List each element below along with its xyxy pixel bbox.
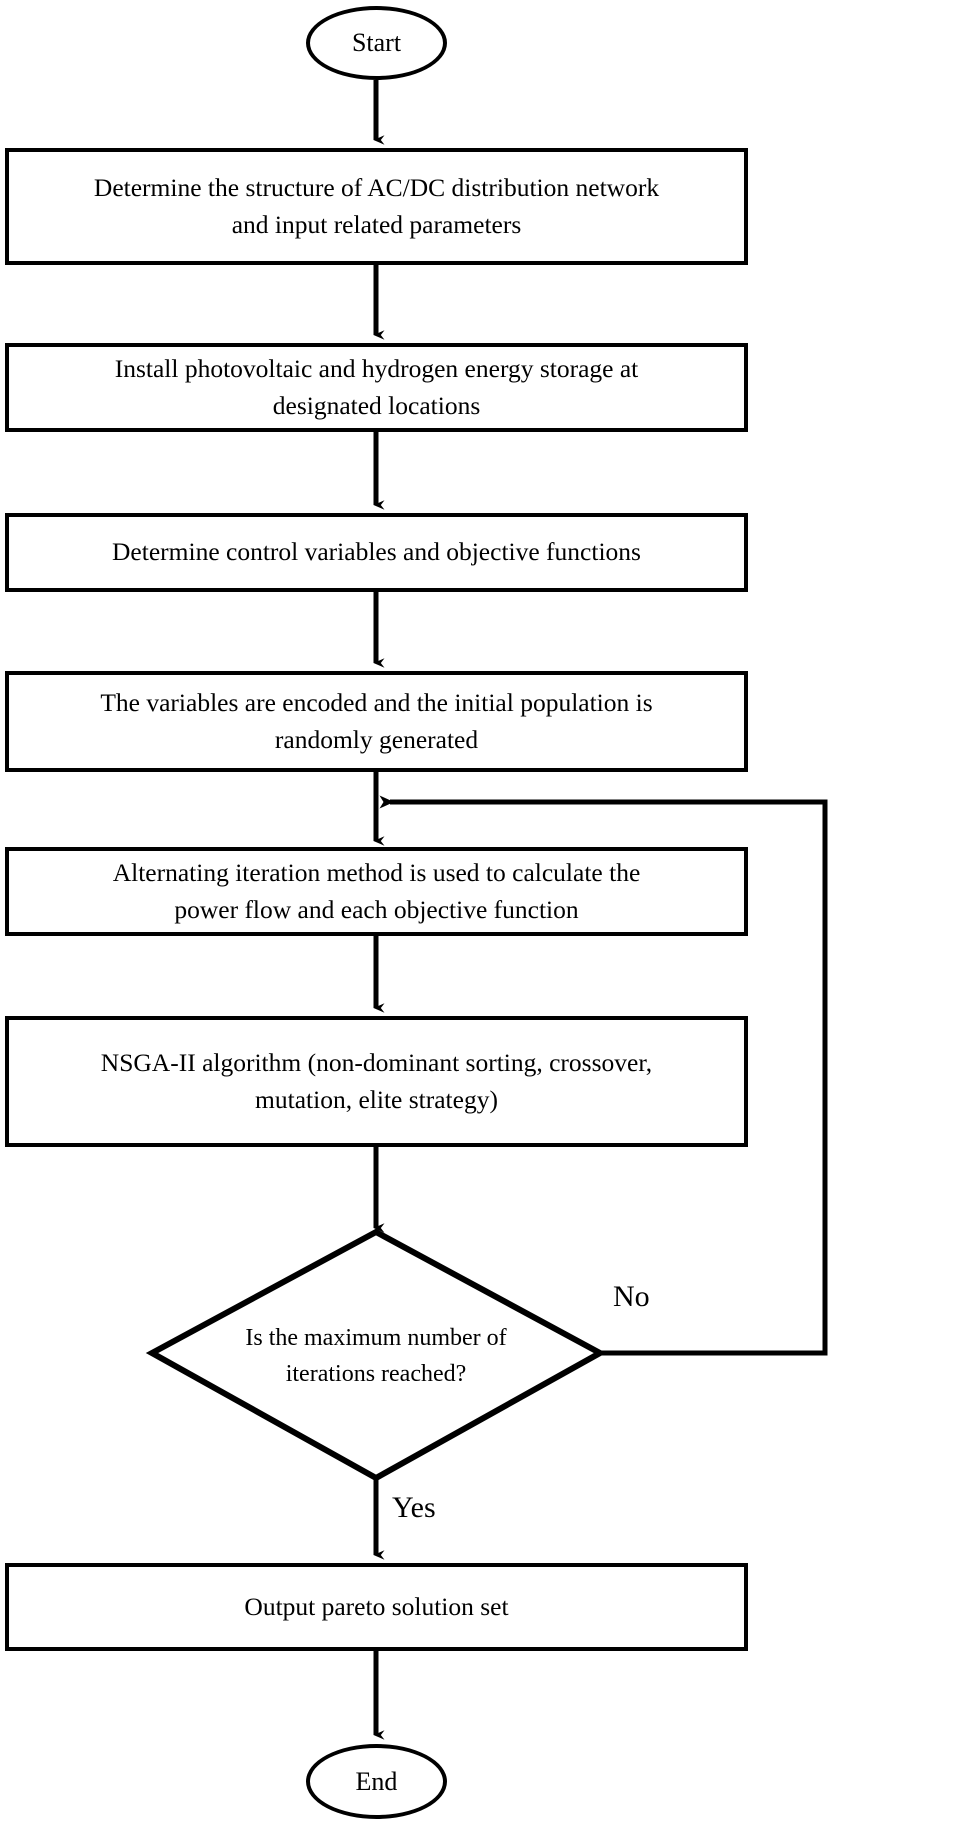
node-start[interactable]: Start (306, 6, 447, 80)
node-step4-text: The variables are encoded and the initia… (23, 685, 730, 757)
node-step4[interactable]: The variables are encoded and the initia… (5, 671, 748, 772)
node-step3-line1: Determine control variables and objectiv… (112, 537, 641, 567)
node-step1-line1: Determine the structure of AC/DC distrib… (93, 173, 660, 203)
node-step5-line2: power flow and each objective function (174, 894, 579, 924)
node-step5[interactable]: Alternating iteration method is used to … (5, 847, 748, 936)
node-step3[interactable]: Determine control variables and objectiv… (5, 513, 748, 592)
node-step2-line2: designated locations (272, 390, 481, 420)
node-step7-text: Output pareto solution set (23, 1589, 730, 1625)
node-step7-line1: Output pareto solution set (244, 1591, 509, 1621)
edge-label-no: No (613, 1280, 650, 1313)
node-step2[interactable]: Install photovoltaic and hydrogen energy… (5, 343, 748, 432)
node-step5-line1: Alternating iteration method is used to … (112, 858, 641, 888)
node-decision-line2: iterations reached? (285, 1361, 467, 1387)
node-step6-text: NSGA-II algorithm (non-dominant sorting,… (23, 1045, 730, 1117)
node-step5-text: Alternating iteration method is used to … (23, 855, 730, 927)
node-start-label: Start (351, 28, 402, 57)
node-step6-line2: mutation, elite strategy) (255, 1084, 498, 1114)
edge-label-yes: Yes (392, 1491, 436, 1524)
node-step4-line1: The variables are encoded and the initia… (100, 688, 653, 718)
node-step2-text: Install photovoltaic and hydrogen energy… (23, 351, 730, 423)
node-step1[interactable]: Determine the structure of AC/DC distrib… (5, 148, 748, 265)
node-step1-text: Determine the structure of AC/DC distrib… (23, 170, 730, 242)
node-step6[interactable]: NSGA-II algorithm (non-dominant sorting,… (5, 1016, 748, 1147)
node-step7[interactable]: Output pareto solution set (5, 1563, 748, 1651)
node-end[interactable]: End (306, 1744, 447, 1819)
node-decision[interactable]: Is the maximum number of iterations reac… (176, 1320, 576, 1392)
node-step1-line2: and input related parameters (231, 209, 522, 239)
node-step6-line1: NSGA-II algorithm (non-dominant sorting,… (100, 1048, 653, 1078)
node-step2-line1: Install photovoltaic and hydrogen energy… (114, 354, 639, 384)
node-step4-line2: randomly generated (274, 724, 479, 754)
node-decision-line1: Is the maximum number of (245, 1325, 507, 1351)
node-end-label: End (355, 1766, 398, 1796)
node-step3-text: Determine control variables and objectiv… (23, 534, 730, 570)
